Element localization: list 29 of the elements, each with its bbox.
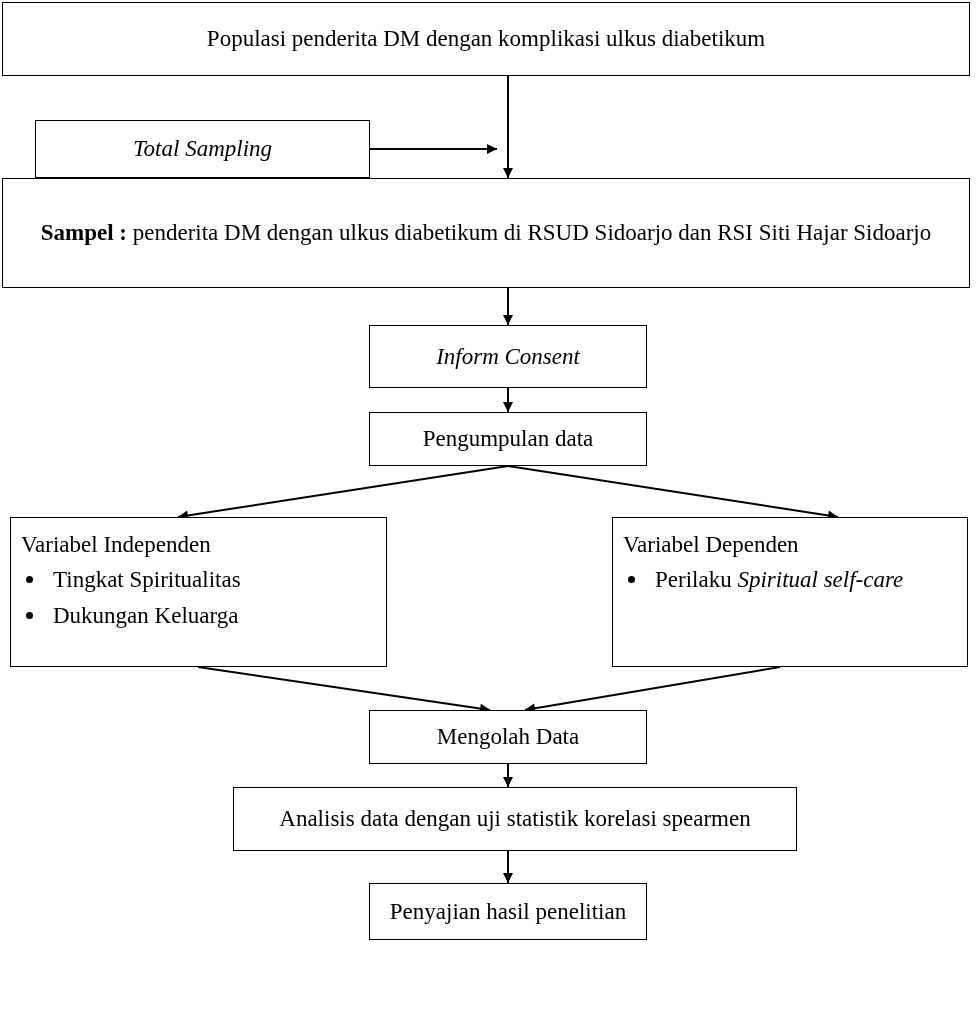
arrow bbox=[503, 287, 513, 326]
box-heading: Variabel Independen bbox=[21, 531, 211, 559]
process-box bbox=[369, 412, 647, 466]
process-box bbox=[369, 325, 647, 388]
process-box bbox=[369, 883, 647, 940]
process-box bbox=[612, 517, 968, 667]
process-box bbox=[233, 787, 797, 851]
arrow bbox=[503, 850, 513, 884]
box-text: Sampel : penderita DM dengan ulkus diabetikum di RSUD Sidoarjo dan RSI Siti Hajar Sidoarjo bbox=[40, 219, 932, 248]
arrow bbox=[503, 763, 513, 788]
box-heading: Variabel Dependen bbox=[623, 531, 799, 559]
box-text: Total Sampling bbox=[132, 135, 273, 164]
process-box bbox=[2, 178, 970, 288]
box-text: Inform Consent bbox=[436, 342, 580, 371]
box-text: Populasi penderita DM dengan komplikasi ulkus diabetikum bbox=[206, 25, 766, 54]
process-box bbox=[369, 710, 647, 764]
process-box bbox=[35, 120, 370, 178]
box-text: Penyajian hasil penelitian bbox=[389, 897, 627, 926]
box-text: Pengumpulan data bbox=[422, 425, 594, 454]
process-box bbox=[10, 517, 387, 667]
list-item-text: Perilaku Spiritual self-care bbox=[655, 566, 904, 595]
process-box bbox=[2, 2, 970, 76]
list-item-text: Dukungan Keluarga bbox=[53, 601, 239, 630]
arrow bbox=[503, 75, 513, 179]
arrow bbox=[503, 387, 513, 413]
arrow bbox=[369, 144, 498, 154]
list-item-text: Tingkat Spiritualitas bbox=[53, 566, 241, 595]
box-text: Analisis data dengan uji statistik korelasi spearmen bbox=[279, 805, 751, 834]
box-text: Mengolah Data bbox=[436, 723, 580, 752]
